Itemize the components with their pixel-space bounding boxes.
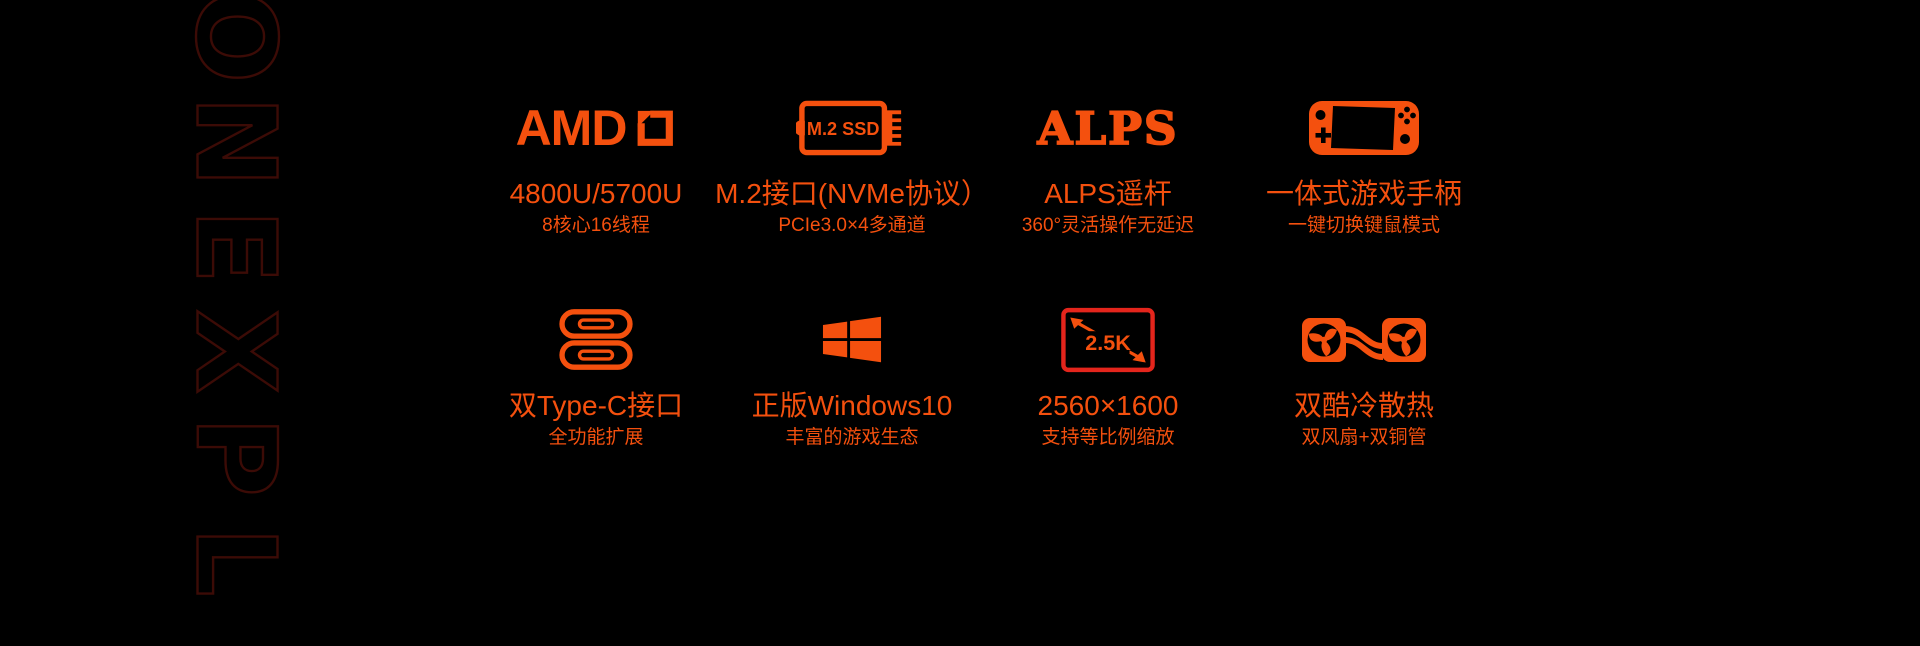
feature-grid: AMD 4800U/5700U 8核心16线程 M.2 SSD M.2接口 [468, 84, 1492, 450]
windows-logo-icon [822, 296, 882, 384]
screen-2-5k-icon: 2.5K [1060, 296, 1156, 384]
brand-vertical-logo: O N E X P L [152, 0, 320, 614]
feature-subtitle: PCIe3.0×4多通道 [778, 215, 926, 236]
feature-title: 4800U/5700U [509, 178, 683, 209]
handheld-gamepad-icon [1308, 84, 1420, 172]
amd-wordmark: AMD [515, 100, 628, 156]
type-c-ports-icon [558, 296, 634, 384]
amd-logo-icon: AMD [516, 84, 677, 172]
alps-logo-icon: ALPS [1037, 84, 1179, 172]
feature-cpu: AMD 4800U/5700U 8核心16线程 [468, 84, 724, 238]
feature-subtitle: 360°灵活操作无延迟 [1021, 215, 1195, 236]
feature-screen: 2.5K 2560×1600 支持等比例缩放 [980, 296, 1236, 450]
m2-ssd-label: M.2 SSD [807, 119, 880, 139]
feature-title: ALPS遥杆 [1044, 178, 1172, 209]
feature-subtitle: 8核心16线程 [542, 215, 650, 236]
feature-title: 双Type-C接口 [508, 390, 684, 421]
alps-wordmark: ALPS [1037, 101, 1179, 155]
screen-2-5k-label: 2.5K [1085, 330, 1131, 355]
feature-subtitle: 支持等比例缩放 [1041, 427, 1175, 448]
feature-title: M.2接口(NVMe协议） [715, 178, 989, 209]
feature-joystick: ALPS ALPS遥杆 360°灵活操作无延迟 [980, 84, 1236, 238]
feature-ssd: M.2 SSD M.2接口(NVMe协议） PCIe3.0×4多通道 [715, 84, 989, 238]
feature-title: 正版Windows10 [751, 390, 953, 421]
feature-title: 双酷冷散热 [1293, 390, 1434, 421]
feature-subtitle: 一键切换键鼠模式 [1287, 215, 1440, 236]
feature-subtitle: 双风扇+双铜管 [1301, 427, 1427, 448]
feature-typec: 双Type-C接口 全功能扩展 [468, 296, 724, 450]
feature-title: 一体式游戏手柄 [1265, 178, 1462, 209]
amd-arrow-icon [638, 110, 674, 146]
feature-title: 2560×1600 [1037, 390, 1179, 421]
dual-fan-icon [1302, 296, 1426, 384]
feature-gamepad: 一体式游戏手柄 一键切换键鼠模式 [1236, 84, 1492, 238]
feature-subtitle: 全功能扩展 [548, 427, 644, 448]
m2-ssd-icon: M.2 SSD [796, 84, 908, 172]
feature-cooling: 双酷冷散热 双风扇+双铜管 [1236, 296, 1492, 450]
feature-subtitle: 丰富的游戏生态 [785, 427, 919, 448]
feature-windows: 正版Windows10 丰富的游戏生态 [724, 296, 980, 450]
brand-letter-l: L [171, 525, 301, 597]
